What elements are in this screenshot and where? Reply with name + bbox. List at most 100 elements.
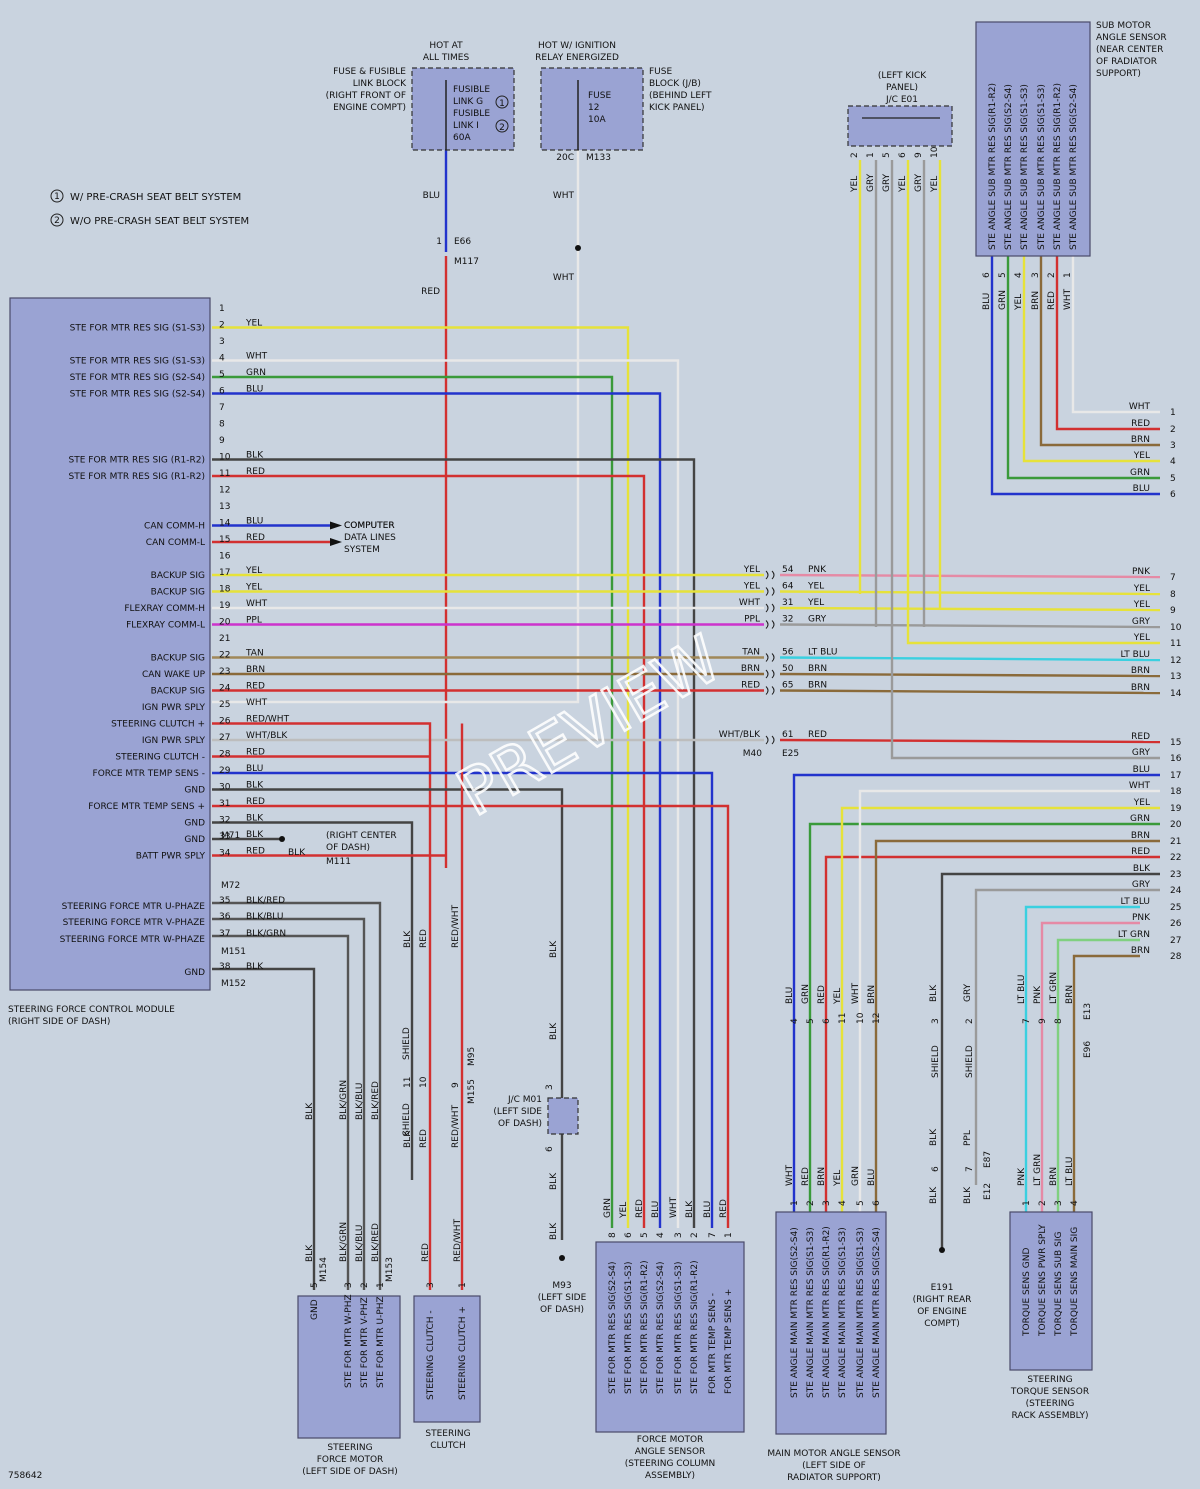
terminal-num: 3 [1170, 441, 1176, 451]
main-wire-color: BRN [867, 985, 877, 1004]
main-pin: 3 [822, 1200, 832, 1206]
module-wire-color: BLK [246, 830, 264, 840]
module-wire-color: RED [246, 847, 265, 857]
module-signal: CAN COMM-L [146, 538, 205, 548]
module-wire-color: WHT [246, 352, 268, 362]
force-title: (STEERING COLUMN [625, 1459, 716, 1469]
force-wire-color: BLU [651, 1201, 661, 1218]
sensor-signal: STE ANGLE SUB MTR RES SIG(S1-S3) [1037, 84, 1047, 250]
wire-wht-ign [212, 150, 580, 704]
module-pin: 17 [219, 568, 230, 578]
module-pin: 25 [219, 700, 230, 710]
terminal-wire-color: BRN [1131, 946, 1150, 956]
module-wire-color: TAN [245, 649, 264, 659]
watermark-layer: PREVIEW [444, 621, 735, 833]
inline-connector-mark [765, 570, 775, 580]
wire-temp-minus [212, 771, 714, 1228]
inline-wire-color: WHT/BLK [719, 730, 761, 740]
force-signal: FOR MTR TEMP SENS + [724, 1289, 734, 1394]
wire-inline-right [779, 738, 1161, 744]
module-pin: 21 [219, 634, 230, 644]
torque-signal: TORQUE SENS SUB SIG [1054, 1232, 1064, 1337]
terminal-num: 2 [1170, 425, 1176, 435]
arrow [330, 538, 342, 546]
module-wire-color: RED/WHT [246, 715, 290, 725]
module-signal: GND [184, 786, 205, 796]
main-pin: 6 [872, 1200, 882, 1206]
sensor-signal: STE ANGLE SUB MTR RES SIG(S1-S3) [1020, 84, 1030, 250]
clutch-wire-color: RED/WHT [451, 1104, 461, 1148]
module-wire-color: BRN [246, 665, 265, 675]
e191-wire-color: PPL [963, 1130, 973, 1146]
ground-label: (RIGHT CENTER [326, 831, 397, 841]
motor-signal: STE FOR MTR U-PHZ [376, 1296, 386, 1388]
torque-pin: 8 [1054, 1018, 1064, 1024]
terminal-num: 7 [1170, 573, 1176, 583]
legend-text: W/ PRE-CRASH SEAT BELT SYSTEM [70, 192, 241, 203]
force-title: ASSEMBLY) [645, 1471, 695, 1481]
force-signal: STE FOR MTR RES SIG(S1-S3) [674, 1261, 684, 1394]
computer-data-label: SYSTEM [344, 545, 380, 555]
inline-wire-color: WHT [739, 598, 761, 608]
main-wire-color: BRN [817, 1167, 827, 1186]
connector-id: M155 [467, 1079, 477, 1104]
jc-pin: 10 [930, 146, 940, 158]
terminal-wire-color: BRN [1131, 831, 1150, 841]
e191-wire-color: GRY [963, 983, 973, 1002]
clutch-wire-color: RED/WHT [451, 904, 461, 948]
torque-wire-color: PNK [1017, 1167, 1027, 1186]
torque-wire-color: LT BLU [1017, 975, 1027, 1004]
wire-s1s3-wht [212, 359, 680, 1228]
module-wire-color: WHT/BLK [246, 731, 288, 741]
module-pin: 8 [219, 420, 225, 430]
main-pin: 4 [838, 1200, 848, 1206]
inline-wire-color: TAN [741, 648, 760, 658]
terminal-num: 8 [1170, 590, 1176, 600]
e191-pin: 2 [965, 1018, 975, 1024]
sub-motor-angle-sensor [975, 21, 1091, 257]
inline-connector-mark [765, 587, 775, 596]
force-pin: 1 [724, 1232, 734, 1238]
terminal-wire-color: YEL [1133, 798, 1150, 808]
module-signal: GND [184, 835, 205, 845]
inline-pin: 50 [782, 664, 794, 674]
inline-wire-color: RED [808, 730, 827, 740]
terminal-num: 10 [1170, 623, 1182, 633]
wire-inline-right [779, 656, 1161, 662]
sensor-title: ANGLE SENSOR [1096, 33, 1167, 43]
terminal-wire-color: YEL [1133, 451, 1150, 461]
wire-inline-right [779, 672, 1161, 678]
torque-pin: 9 [1038, 1018, 1048, 1024]
module-wire-color: RED [246, 533, 265, 543]
splice-dot [559, 1255, 565, 1261]
legend-num: 2 [54, 216, 60, 226]
terminal-num: 15 [1170, 738, 1181, 748]
main-title: (LEFT SIDE OF [802, 1461, 866, 1471]
sensor-pin: 5 [998, 272, 1008, 278]
module-pin: 38 [219, 962, 231, 972]
jc-title: OF DASH) [498, 1119, 542, 1129]
wire-inline-right [779, 623, 1161, 629]
module-pin: 32 [219, 816, 230, 826]
terminal-num: 11 [1170, 639, 1181, 649]
module-wire-color: RED [246, 797, 265, 807]
module-pin: 24 [219, 684, 231, 694]
module-wire-color: WHT [246, 599, 268, 609]
wire-jc-gry [890, 160, 1160, 760]
torque-pin: 1 [1022, 1200, 1032, 1206]
inline-wire-color: YEL [743, 565, 760, 575]
motor-pin: 5 [310, 1282, 320, 1288]
module-wire-color: BLK/BLU [246, 912, 283, 922]
jc-pin: 6 [545, 1146, 555, 1152]
ground-label: COMPT) [924, 1319, 960, 1329]
wire-color: BLU [423, 191, 440, 201]
module-wire-color: RED [246, 748, 265, 758]
module-wire-color: BLK [246, 962, 264, 972]
module-pin: 7 [219, 403, 225, 413]
module-signal: BACKUP SIG [151, 687, 205, 697]
module-wire-color: BLK/GRN [246, 929, 286, 939]
fuse-block-box [540, 67, 644, 151]
wire-torque [1056, 938, 1140, 1212]
fuse-text: FUSE [588, 91, 611, 101]
